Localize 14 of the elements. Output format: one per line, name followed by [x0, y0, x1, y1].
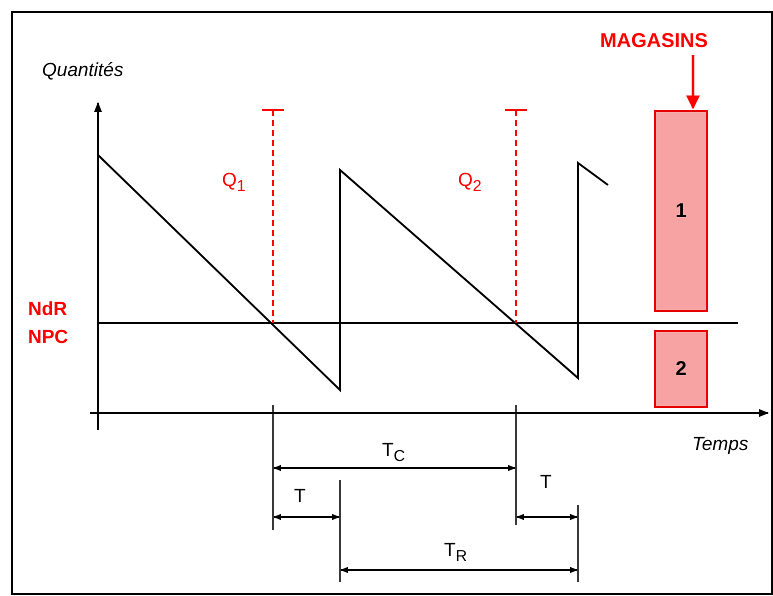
dimension-label: T$_{R}$ [444, 540, 468, 567]
store-bar: 2 [654, 330, 708, 408]
quantity-label: Q$_{1}$ [222, 170, 246, 197]
axis-title: Quantités [42, 60, 124, 82]
level-label: NPC [28, 327, 68, 349]
axis-title: Temps [692, 434, 748, 456]
level-label: NdR [28, 299, 68, 321]
dimension-label: T [294, 486, 306, 508]
dimension-label: T [540, 472, 552, 494]
store-bar: 1 [654, 110, 708, 312]
arrow [686, 55, 700, 110]
dimension-label: T$_{C}$ [382, 440, 406, 467]
quantity-label: Q$_{2}$ [458, 170, 482, 197]
store-heading: MAGASINS [600, 30, 708, 53]
